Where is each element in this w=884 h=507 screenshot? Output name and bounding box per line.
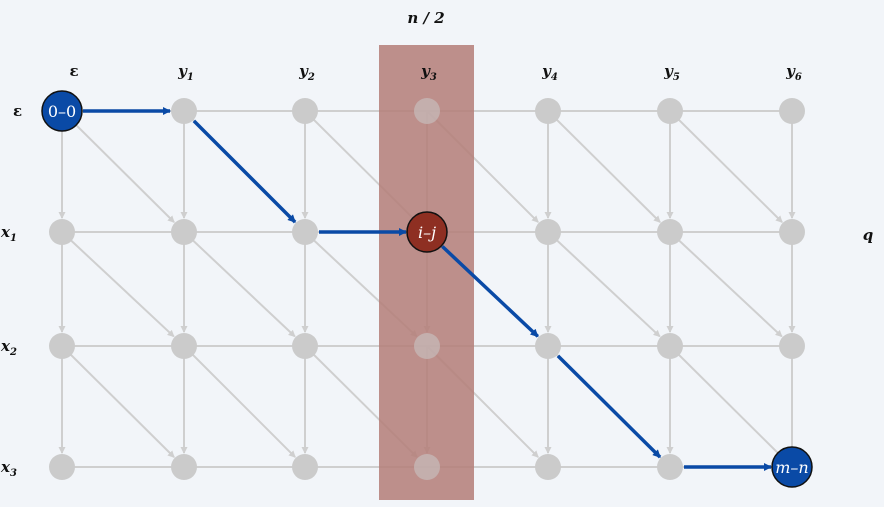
grid-node (779, 333, 805, 359)
grid-node (535, 219, 561, 245)
grid-node (414, 98, 440, 124)
grid-node (657, 219, 683, 245)
row-label: x1 (0, 223, 17, 244)
grid-edge-diagonal (669, 345, 783, 458)
row-label: x3 (0, 458, 17, 479)
column-label: ε (69, 62, 78, 80)
grid-edge-diagonal (547, 110, 661, 223)
axis-labels: ε y1 y2 y3 y4 y5 y6 ε x1 x2 x3 q (0, 62, 873, 479)
grid-node (292, 454, 318, 480)
special-node (771, 446, 813, 488)
grid-node (657, 454, 683, 480)
grid-node (779, 98, 805, 124)
grid-node (171, 333, 197, 359)
column-label: y1 (177, 62, 194, 83)
special-node (406, 211, 448, 253)
grid-node (535, 454, 561, 480)
grid-edge-diagonal (61, 231, 175, 338)
special-node (41, 90, 83, 132)
title: n / 2 (407, 9, 444, 27)
grid-node (49, 333, 75, 359)
grid-node (657, 333, 683, 359)
special-nodes: 0–0 i–j m–n (41, 90, 813, 488)
grid-node (657, 98, 683, 124)
grid-edge-diagonal (183, 345, 296, 458)
special-node-label: m–n (775, 458, 808, 477)
grid-node (414, 333, 440, 359)
grid-node (779, 219, 805, 245)
special-node-label: i–j (418, 223, 436, 242)
grid-edge-diagonal (669, 231, 783, 338)
grid-edge-diagonal (61, 345, 175, 458)
grid-node (171, 454, 197, 480)
column-label: y3 (420, 62, 437, 83)
grid-node (292, 333, 318, 359)
row-label: ε (13, 102, 22, 120)
special-node-label: 0–0 (48, 102, 76, 121)
grid-node (535, 98, 561, 124)
grid-edge-diagonal (669, 110, 783, 223)
grid-node (414, 454, 440, 480)
column-label: y4 (541, 62, 558, 83)
alignment-path (83, 107, 772, 471)
path-segment (441, 245, 540, 338)
grid-node (171, 219, 197, 245)
right-label: q (863, 226, 874, 244)
grid-edge-diagonal (183, 231, 296, 338)
grid-node (49, 219, 75, 245)
column-label: y2 (298, 62, 315, 83)
column-label: y5 (663, 62, 680, 83)
grid-node (292, 98, 318, 124)
grid-node (49, 454, 75, 480)
grid-edge-diagonal (61, 110, 175, 223)
column-label: y6 (785, 62, 802, 83)
path-segment (192, 119, 297, 224)
grid-edge-diagonal (547, 231, 661, 338)
grid-node (292, 219, 318, 245)
grid-node (535, 333, 561, 359)
row-label: x2 (0, 337, 17, 358)
path-segment (556, 354, 662, 459)
grid-nodes (49, 98, 805, 480)
grid-node (171, 98, 197, 124)
